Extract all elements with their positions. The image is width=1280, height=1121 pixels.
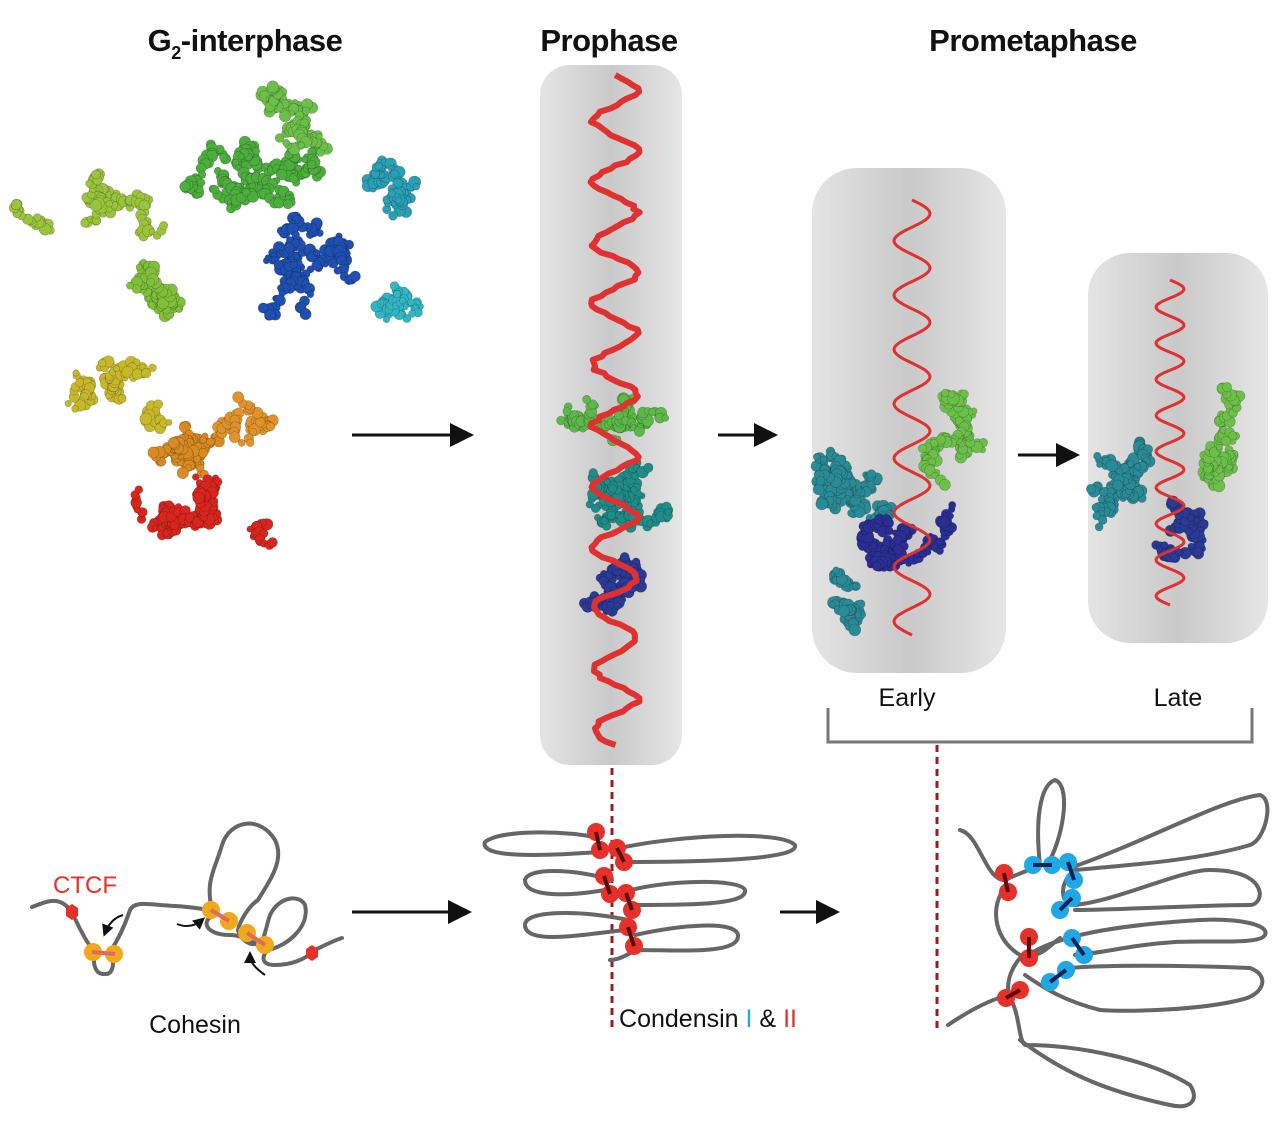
- condensin-i-complex: [1059, 853, 1083, 889]
- extrusion-arrow: [244, 951, 266, 976]
- chromatin-domain: [8, 168, 169, 242]
- cohesin-complex-2: [202, 901, 238, 930]
- chromatin-domain: [917, 389, 989, 491]
- chromatin-domain: [361, 155, 421, 221]
- chromatin-domain: [147, 420, 225, 479]
- condensin-ii-complex: [997, 981, 1029, 1007]
- chromatin-domain: [1197, 382, 1246, 493]
- early-prometaphase-cylinder: [812, 168, 1006, 673]
- chromatin-domain: [1085, 436, 1156, 532]
- prophase-scaffold: [587, 72, 643, 748]
- label-late: Late: [1154, 684, 1203, 712]
- chromatin-domain: [257, 211, 361, 321]
- chromatin-domain: [370, 281, 424, 324]
- condensin-i-complex: [1041, 961, 1075, 991]
- ctcf-site-right: [306, 945, 318, 961]
- condensin-ii-complex: [595, 867, 619, 903]
- condensin-ii-complex: [619, 918, 643, 955]
- chromatin-domain: [1151, 495, 1209, 563]
- title-prometaphase: Prometaphase: [929, 23, 1137, 58]
- condensin-ii-complex: [617, 884, 641, 919]
- chromatin-domain: [126, 258, 186, 323]
- chromatin-domain: [130, 473, 278, 550]
- extrusion-arrow: [102, 914, 124, 937]
- chromatin-domain: [827, 566, 867, 637]
- early-scaffold: [892, 198, 932, 637]
- scaffold-helices: [587, 72, 1186, 748]
- label-ctcf: CTCF: [53, 872, 117, 899]
- late-scaffold: [1154, 278, 1186, 607]
- condensin-i-complex: [1051, 889, 1081, 919]
- chromatin-domain: [179, 135, 327, 214]
- chromatin-domain: [212, 391, 279, 447]
- title-g2-interphase: G2-interphase: [148, 23, 343, 63]
- condensin-i-complex: [1063, 929, 1093, 964]
- chromatin-domain: [810, 446, 897, 529]
- chromatin-domain: [255, 80, 333, 157]
- prometaphase-loop-diagram: [946, 778, 1270, 1109]
- title-prophase: Prophase: [540, 23, 678, 58]
- condensin-ii-complex: [1020, 928, 1038, 967]
- label-early: Early: [879, 684, 936, 712]
- chromatin-domain: [64, 355, 173, 435]
- extrusion-arrow: [176, 917, 206, 930]
- chromatin-domain: [556, 392, 670, 447]
- label-condensin: Condensin I & II: [619, 1005, 797, 1033]
- ctcf-site-left: [66, 904, 78, 920]
- cohesin-complex-3: [238, 924, 274, 954]
- label-cohesin: Cohesin: [149, 1011, 241, 1039]
- condensin-ii-complex: [995, 864, 1017, 901]
- cohesin-loop-diagram: [30, 821, 344, 977]
- condensin-ii-complex: [608, 839, 633, 871]
- condensin-i-complex: [1024, 856, 1061, 874]
- late-prometaphase-cylinder: [1088, 253, 1268, 643]
- condensin-loop-diagram: [482, 823, 797, 962]
- condensin-ii-complex: [587, 823, 609, 859]
- cohesin-complex-1: [84, 943, 123, 963]
- prometaphase-bracket: [826, 708, 1254, 744]
